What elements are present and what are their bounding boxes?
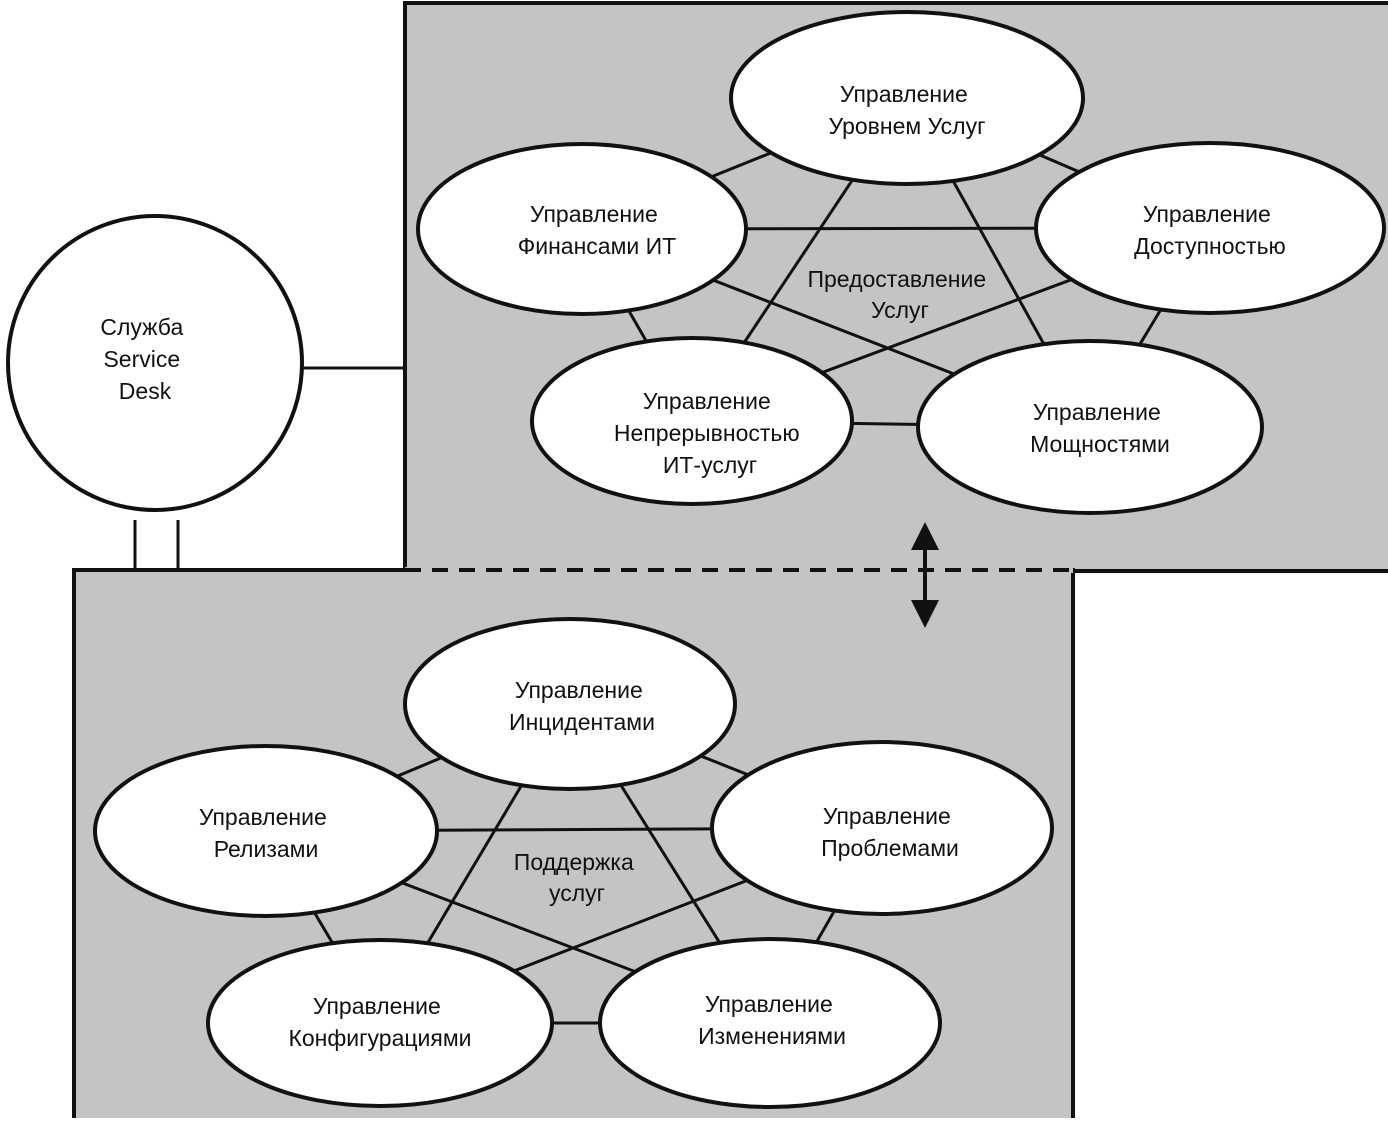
process-node-capacity: Управление Мощностями bbox=[916, 339, 1264, 515]
service-desk-node: Служба Service Desk bbox=[6, 214, 304, 512]
process-node-availability: Управление Доступностью bbox=[1034, 141, 1386, 315]
process-node-incident: Управление Инцидентами bbox=[403, 617, 737, 791]
process-label-availability: Управление Доступностью bbox=[1134, 201, 1286, 259]
service-desk-label: Служба Service Desk bbox=[100, 314, 189, 404]
process-label-incident: Управление Инцидентами bbox=[509, 677, 655, 735]
process-label-slm: Управление Уровнем Услуг bbox=[829, 81, 986, 139]
process-node-financial: Управление Финансами ИТ bbox=[416, 142, 748, 316]
service-delivery-center-label: Предоставление Услуг bbox=[807, 266, 992, 323]
service-support-center-label: Поддержка услуг bbox=[514, 849, 640, 906]
process-node-configuration: Управление Конфигурациями bbox=[206, 938, 554, 1108]
process-label-problem: Управление Проблемами bbox=[821, 803, 959, 861]
process-node-change: Управление Изменениями bbox=[598, 937, 942, 1109]
process-node-slm: Управление Уровнем Услуг bbox=[729, 10, 1085, 186]
process-label-continuity: Управление Непрерывностью ИТ-услуг bbox=[614, 388, 806, 478]
process-label-release: Управление Релизами bbox=[199, 804, 333, 862]
process-label-financial: Управление Финансами ИТ bbox=[518, 201, 676, 259]
process-label-change: Управление Изменениями bbox=[698, 991, 846, 1049]
process-node-problem: Управление Проблемами bbox=[710, 740, 1054, 916]
process-label-configuration: Управление Конфигурациями bbox=[288, 993, 471, 1051]
process-node-release: Управление Релизами bbox=[93, 744, 439, 918]
process-node-continuity: Управление Непрерывностью ИТ-услуг bbox=[530, 336, 854, 506]
process-label-capacity: Управление Мощностями bbox=[1030, 399, 1170, 457]
delivery-support-arrow bbox=[911, 522, 939, 628]
